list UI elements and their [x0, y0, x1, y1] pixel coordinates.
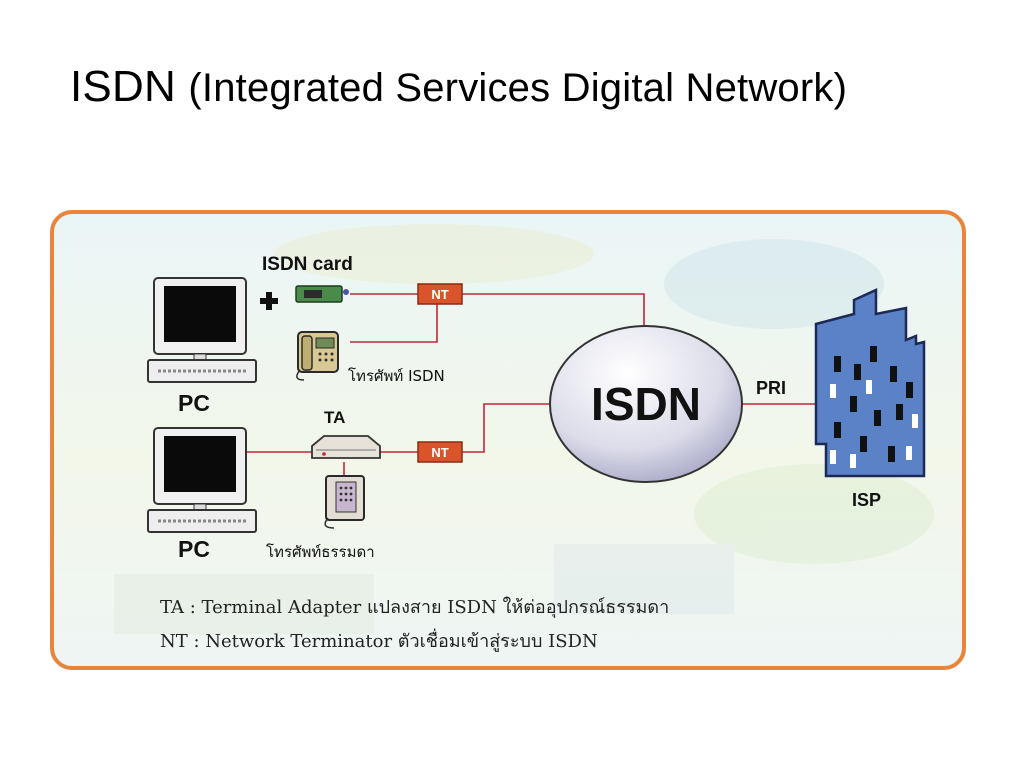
nt-bottom-to-cloud-line: [462, 403, 552, 453]
connection-lines: [246, 293, 816, 476]
legend-ta: TA : Terminal Adapter แปลงสาย ISDN ให้ต่…: [160, 597, 670, 618]
background-watermark: [114, 224, 934, 634]
normal-phone-label: โทรศัพท์ธรรมดา: [266, 543, 375, 561]
ta-label: TA: [324, 408, 346, 427]
pc-label: PC: [178, 536, 210, 562]
isp-label: ISP: [852, 490, 882, 510]
pc-label: PC: [178, 390, 210, 416]
pri-label: PRI: [756, 378, 787, 398]
cloud-label: ISDN: [591, 378, 701, 430]
telephone-icon: [324, 475, 365, 529]
slide-title: ISDN (Integrated Services Digital Networ…: [70, 62, 847, 112]
building-icon: [814, 288, 926, 478]
isdn-phone-icon: [296, 331, 339, 381]
title-main: ISDN: [70, 62, 176, 111]
nt-top-to-cloud-line: [462, 293, 645, 326]
nt-box-bottom: NT: [417, 441, 463, 463]
isdn-cloud: ISDN: [549, 325, 743, 483]
isdn-phone-to-nt-line: [350, 304, 438, 343]
legend-nt: NT : Network Terminator ตัวเชื่อมเข้าสู่…: [160, 631, 598, 652]
nt-label: NT: [431, 445, 448, 460]
diagram-panel: NT NT: [50, 210, 966, 670]
nt-box-top: NT: [417, 283, 463, 305]
nt-label: NT: [431, 287, 448, 302]
plus-icon: [260, 292, 278, 310]
isdn-phone-label: โทรศัพท์ ISDN: [348, 367, 445, 385]
title-subtitle: (Integrated Services Digital Network): [188, 66, 848, 110]
network-diagram: NT NT: [114, 224, 934, 634]
isdn-card-icon: [295, 285, 349, 303]
computer-icon: [147, 277, 257, 383]
isdn-card-label: ISDN card: [262, 254, 353, 275]
terminal-adapter-icon: [311, 435, 381, 459]
computer-icon: [147, 427, 257, 533]
